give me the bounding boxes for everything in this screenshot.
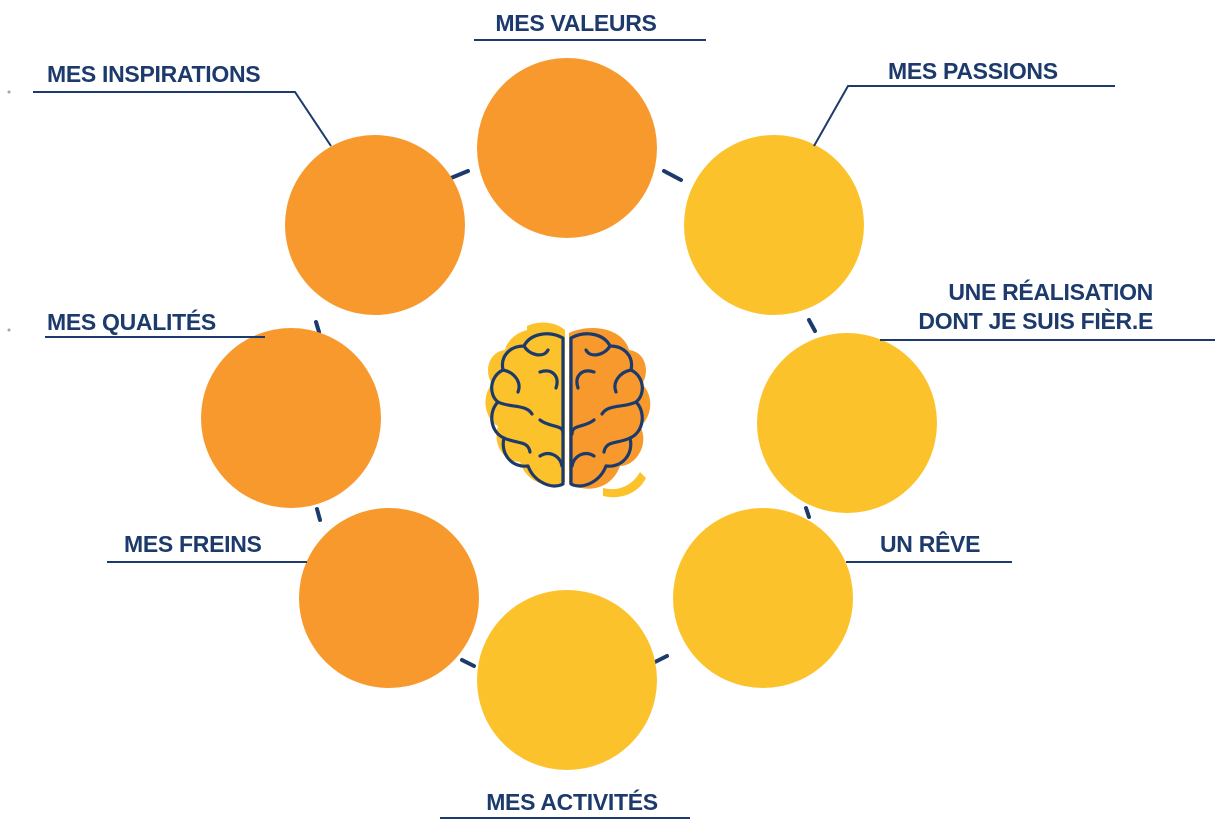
circle-reve xyxy=(673,508,853,688)
edge-mark xyxy=(7,328,11,332)
label-inspirations: MES INSPIRATIONS xyxy=(47,61,260,87)
circles xyxy=(201,58,937,770)
connector-inspirations-qualites xyxy=(314,320,321,334)
circle-realisation xyxy=(757,333,937,513)
label-realisation-line2: DONT JE SUIS FIÈR.E xyxy=(918,307,1153,334)
circle-activites xyxy=(477,590,657,770)
edge-mark xyxy=(7,90,11,94)
label-freins: MES FREINS xyxy=(124,531,262,557)
connector-inspirations-valeurs xyxy=(449,169,470,180)
circle-passions xyxy=(684,135,864,315)
connector-reve-activites xyxy=(653,654,669,664)
label-realisation-line1: UNE RÉALISATION xyxy=(948,278,1153,305)
circle-inspirations xyxy=(285,135,465,315)
circle-connectors xyxy=(314,169,817,668)
circle-qualites xyxy=(201,328,381,508)
label-activites: MES ACTIVITÉS xyxy=(486,788,658,815)
connector-freins-activites xyxy=(460,658,476,668)
label-rules xyxy=(33,39,1215,819)
label-reve: UN RÊVE xyxy=(880,530,980,557)
rule-passions xyxy=(813,85,1115,147)
circle-freins xyxy=(299,508,479,688)
label-passions: MES PASSIONS xyxy=(888,58,1058,84)
circle-valeurs xyxy=(477,58,657,238)
labels: MES VALEURS MES INSPIRATIONS MES PASSION… xyxy=(47,10,1153,815)
connector-passions-realisation xyxy=(807,318,817,333)
brain-icon xyxy=(485,322,651,498)
rule-inspirations xyxy=(33,91,332,147)
connector-qualites-freins xyxy=(315,507,322,522)
label-valeurs: MES VALEURS xyxy=(495,10,656,36)
connector-valeurs-passions xyxy=(662,169,683,182)
connector-realisation-reve xyxy=(804,506,811,519)
label-qualites: MES QUALITÉS xyxy=(47,308,216,335)
